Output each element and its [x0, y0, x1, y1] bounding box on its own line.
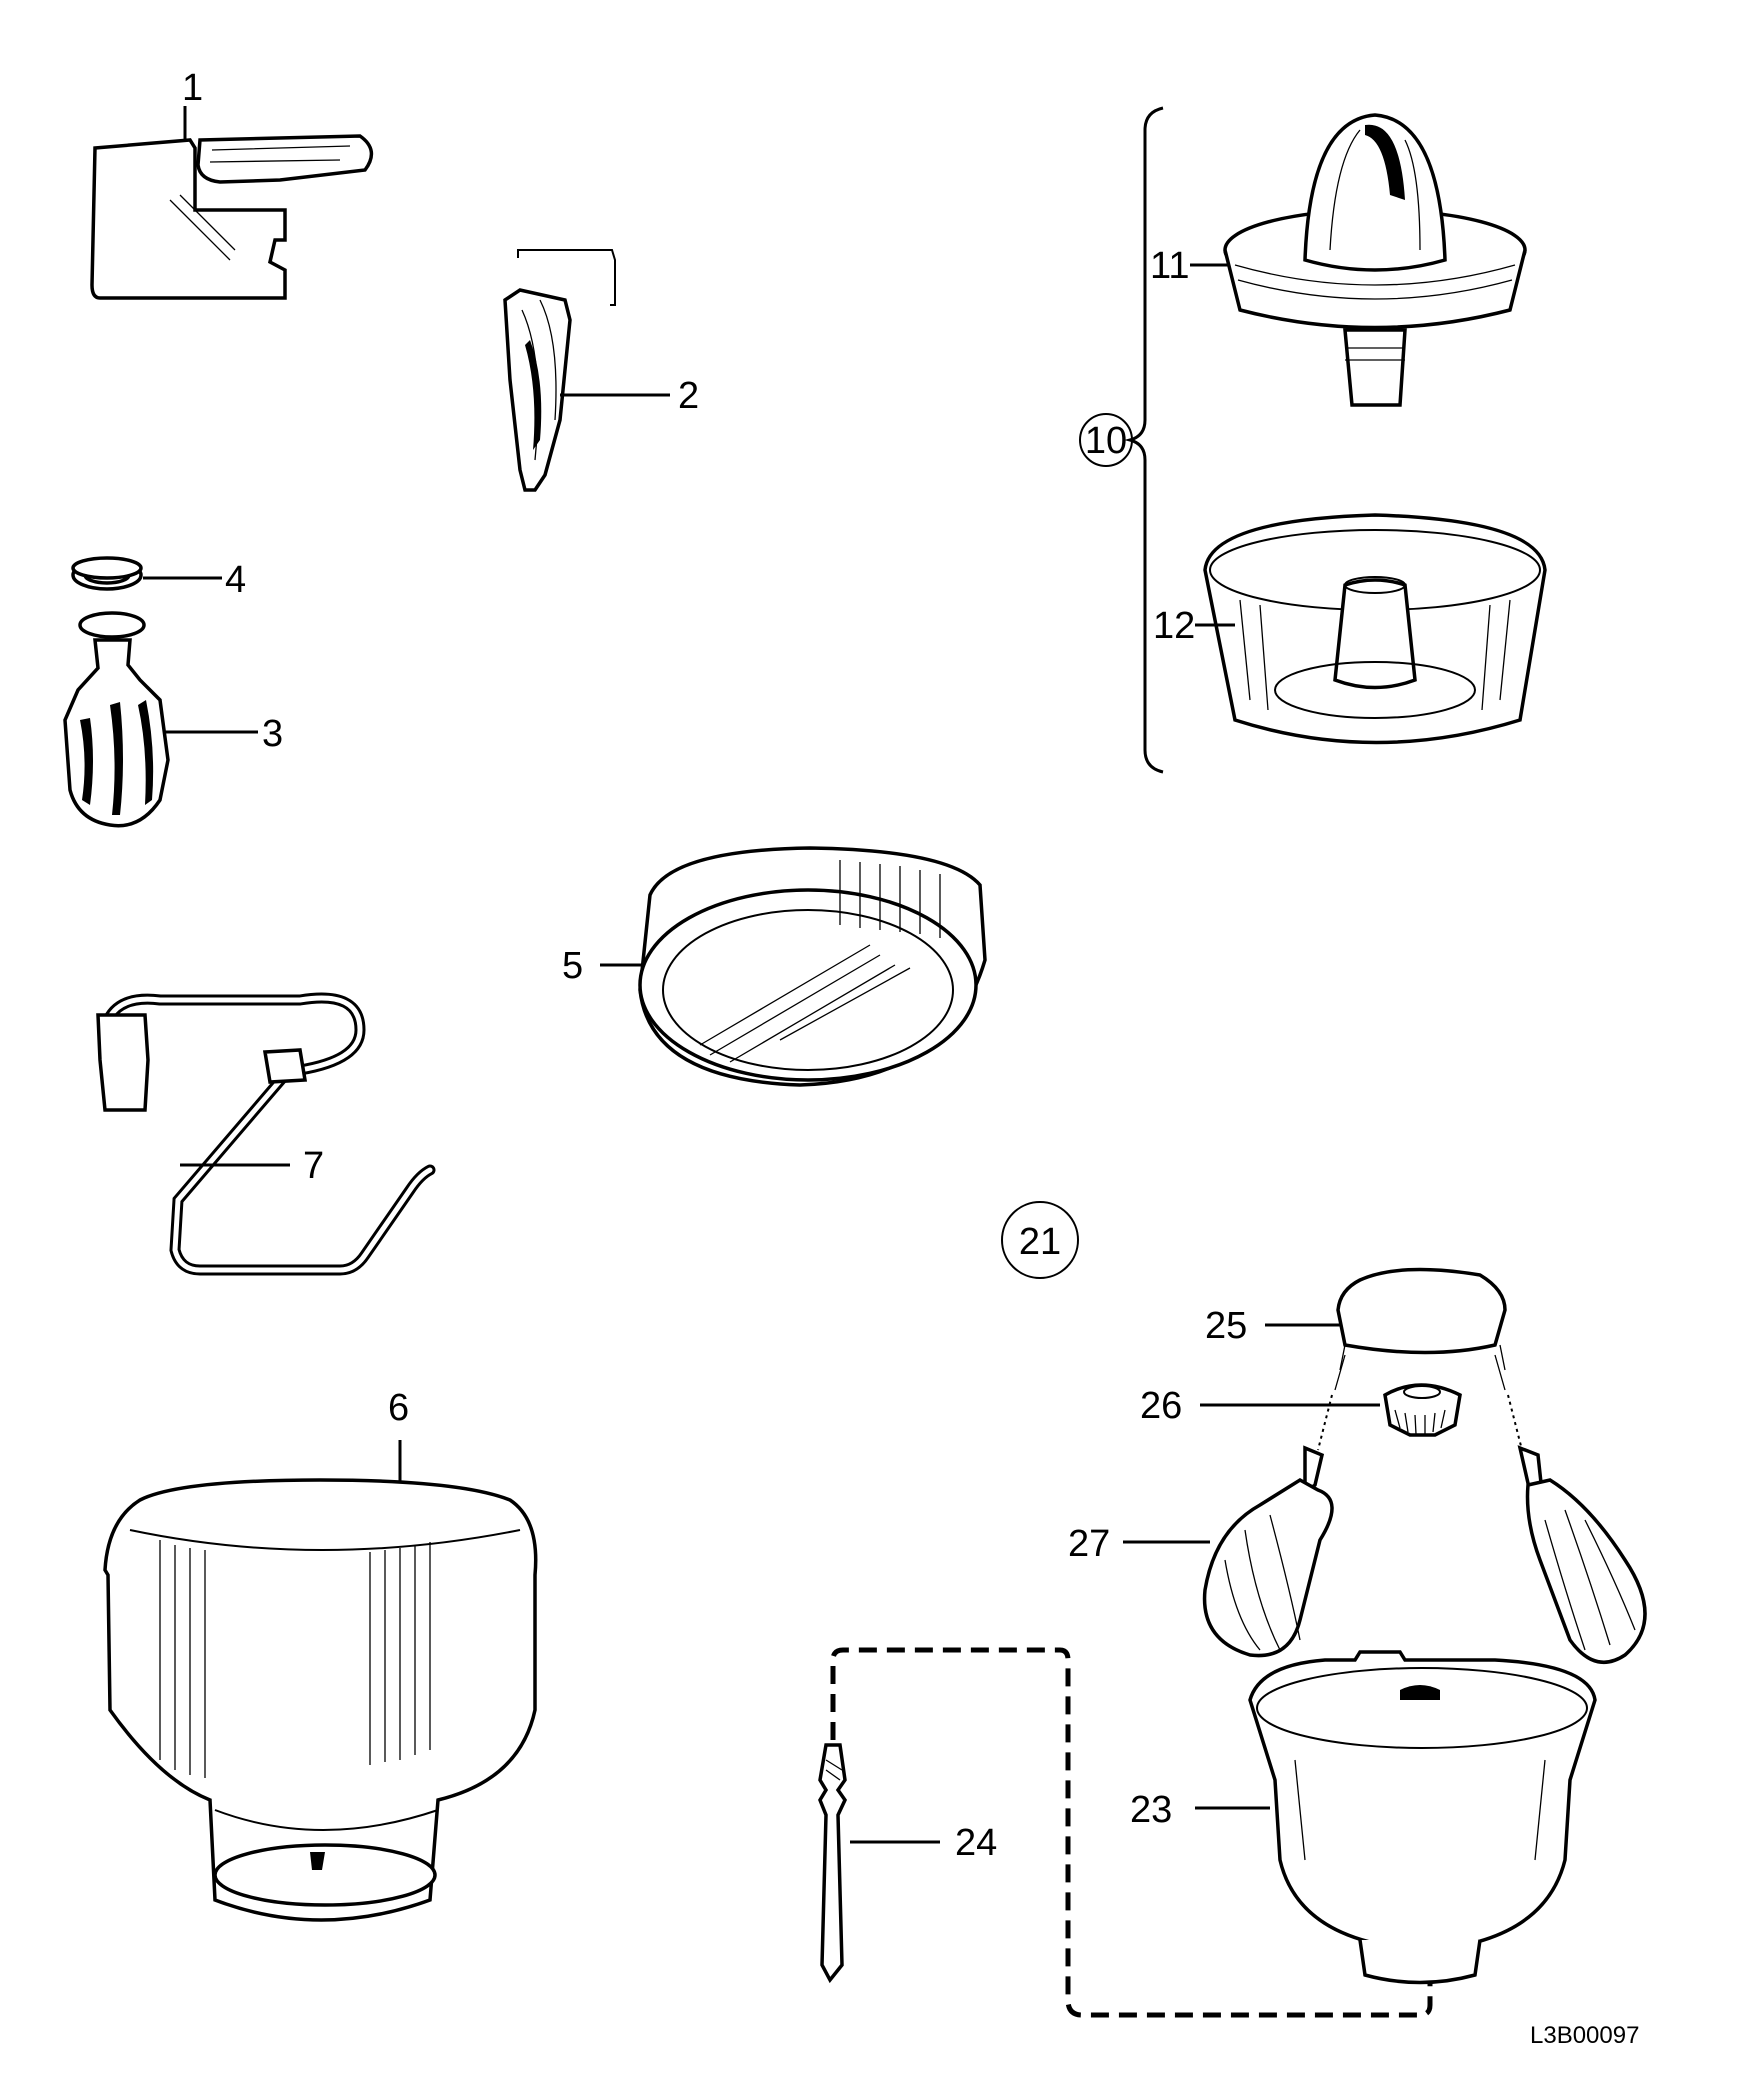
callout-5: 5 — [562, 945, 583, 987]
callout-27: 27 — [1068, 1523, 1110, 1565]
callout-10: 10 — [1085, 420, 1127, 462]
part-11-juicer-cone — [1223, 113, 1527, 407]
callout-26: 26 — [1140, 1385, 1182, 1427]
part-27-whisk-left — [1202, 1445, 1334, 1658]
part-27-whisk-right — [1517, 1445, 1647, 1664]
callout-10-circle: 10 — [1079, 413, 1133, 467]
part-25-head-cap — [1336, 1267, 1507, 1371]
bracket-10 — [1124, 106, 1164, 774]
part-1-cover — [90, 134, 374, 300]
callout-7: 7 — [303, 1145, 324, 1187]
callout-2: 2 — [678, 375, 699, 417]
callout-3: 3 — [262, 713, 283, 755]
assembly-dashed-line — [830, 1647, 1433, 2018]
callout-24: 24 — [955, 1822, 997, 1864]
callout-6: 6 — [388, 1387, 409, 1429]
part-4-seal-ring — [71, 556, 143, 591]
callout-11: 11 — [1150, 245, 1189, 287]
part-23-mixing-bowl — [1248, 1650, 1597, 1985]
part-5-lid — [638, 846, 987, 1087]
part-2-blade — [503, 249, 616, 492]
callout-12: 12 — [1153, 605, 1195, 647]
part-24-drive-shaft — [818, 1743, 848, 1984]
connector-pins — [1334, 1354, 1506, 1391]
callout-25: 25 — [1205, 1305, 1247, 1347]
callout-4: 4 — [225, 559, 246, 601]
callout-21-circle: 21 — [1001, 1201, 1079, 1279]
part-6-container — [103, 1478, 538, 1922]
callout-21: 21 — [1019, 1221, 1061, 1263]
part-7-dough-hook — [96, 992, 436, 1276]
drawing-code: L3B00097 — [1530, 2022, 1639, 2049]
part-3-pusher — [63, 611, 170, 828]
part-26-gear — [1383, 1383, 1462, 1437]
callout-1: 1 — [182, 67, 203, 109]
callout-23: 23 — [1130, 1789, 1172, 1831]
part-12-juicer-bowl — [1203, 513, 1547, 745]
